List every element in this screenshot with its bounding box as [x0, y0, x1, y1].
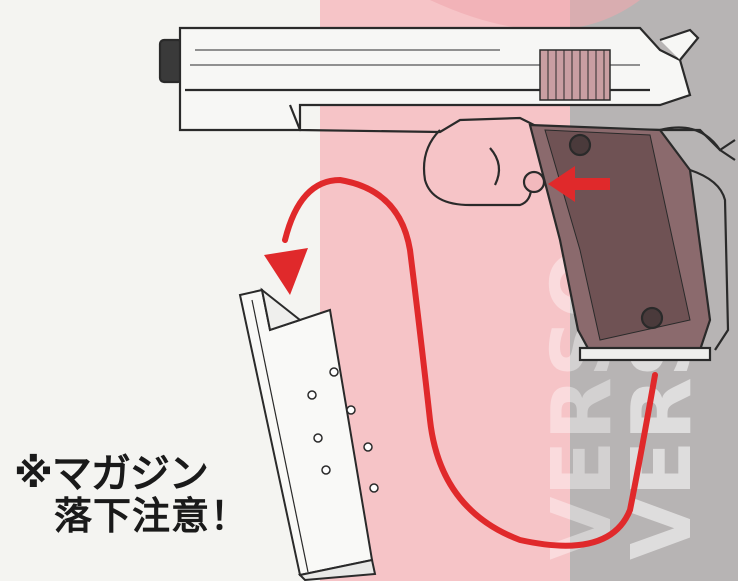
magazine-drawing — [238, 287, 379, 581]
red-pointer-arrow-icon — [548, 166, 610, 202]
warning-line-1: ※マガジン — [14, 451, 209, 497]
pink-swoosh — [430, 0, 640, 30]
curved-red-arrow-icon — [282, 176, 658, 549]
curved-arrow-head-icon — [264, 248, 308, 295]
warning-line-2: 落下注意！ — [54, 494, 250, 539]
magazine-drop-warning: ※マガジン 落下注意！ — [14, 451, 250, 539]
